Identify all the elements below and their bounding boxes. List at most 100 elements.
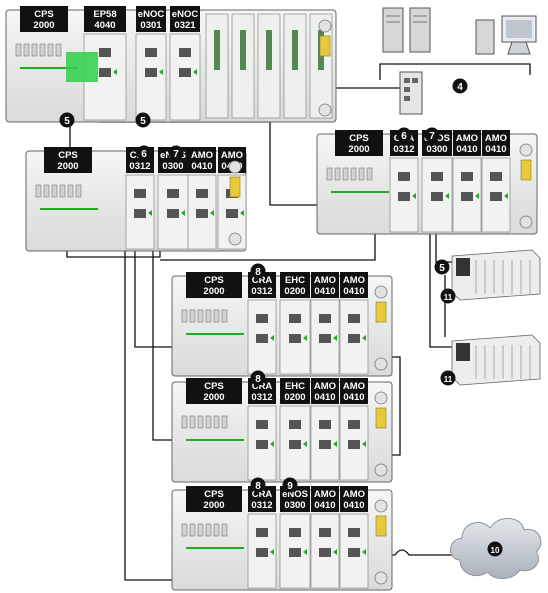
callout-number: 7	[173, 149, 179, 160]
module-label	[340, 272, 368, 298]
module-label	[188, 147, 216, 173]
module-label	[136, 6, 166, 32]
module-label-text: eNOC	[172, 9, 199, 20]
module-label	[84, 6, 126, 32]
module-label-text: eNOS	[282, 489, 308, 500]
callout-10: 10	[487, 541, 503, 557]
module-label-text: CRA	[252, 275, 273, 286]
module-label	[280, 378, 310, 404]
module-label	[340, 378, 368, 404]
module-label-text: 0410	[456, 144, 477, 155]
module-label	[311, 272, 339, 298]
module-label-text: AMO	[314, 381, 336, 392]
module-label-text: 0321	[174, 20, 196, 31]
module-label-text: 2000	[348, 144, 369, 155]
module-label-text: 0200	[284, 286, 305, 297]
module-label-text: AMO	[191, 150, 213, 161]
module-label-text: AMO	[314, 275, 336, 286]
callout-11: 11	[440, 370, 456, 386]
module-label-text: 0200	[284, 392, 305, 403]
module-label-text: 0410	[191, 161, 212, 172]
callout-number: 11	[444, 375, 453, 384]
module-label-text: 0410	[314, 500, 335, 511]
ground-terminal	[375, 301, 387, 323]
module-label	[280, 272, 310, 298]
callout-number: 10	[491, 546, 500, 555]
module-label-text: CRA	[252, 489, 273, 500]
cpu-status-panel	[66, 52, 98, 82]
module-label-text: 0300	[426, 144, 447, 155]
callout-6: 6	[136, 145, 152, 161]
callout-5: 5	[59, 112, 75, 128]
module-label-text: EP58	[93, 9, 116, 20]
module-label-text: eNOC	[138, 9, 165, 20]
pc-tower-icon	[475, 19, 495, 55]
module-label-text: 0410	[314, 392, 335, 403]
module-label-text: AMO	[343, 381, 365, 392]
callout-8: 8	[250, 477, 266, 493]
distributed-io-island	[451, 249, 541, 301]
module-label-text: 0301	[140, 20, 162, 31]
module-label-text: 0410	[343, 286, 364, 297]
module-label-text: AMO	[314, 489, 336, 500]
callout-number: 6	[141, 149, 147, 160]
module-label-text: 4040	[94, 20, 115, 31]
ground-terminal	[319, 35, 331, 57]
callout-number: 8	[255, 374, 261, 385]
callout-4: 4	[452, 78, 468, 94]
module-label-text: 0300	[284, 500, 305, 511]
module-label-text: 2000	[203, 286, 224, 297]
ground-terminal	[229, 176, 241, 198]
network-switch-icon	[399, 71, 423, 115]
module-label-text: AMO	[343, 275, 365, 286]
callout-number: 8	[255, 481, 261, 492]
module-label-text: EHC	[285, 275, 305, 286]
callout-number: 11	[444, 293, 453, 302]
module-label-text: CPS	[204, 275, 224, 286]
callout-11: 11	[440, 288, 456, 304]
module-label-text: AMO	[485, 133, 507, 144]
callout-number: 4	[457, 82, 463, 93]
module-label-text: 0312	[251, 286, 272, 297]
module-label	[44, 147, 92, 173]
module-label-text: CRA	[252, 381, 273, 392]
module-label-text: 0410	[314, 286, 335, 297]
callout-7: 7	[424, 127, 440, 143]
module-label-text: 0312	[129, 161, 150, 172]
module-label-text: 0312	[251, 392, 272, 403]
ground-terminal	[375, 515, 387, 537]
callout-number: 5	[64, 116, 70, 127]
module-label-text: AMO	[343, 489, 365, 500]
callout-8: 8	[250, 370, 266, 386]
server-icon	[382, 7, 404, 53]
module-label-text: 0410	[485, 144, 506, 155]
module-label-text: 0312	[393, 144, 414, 155]
module-label-text: CPS	[204, 489, 224, 500]
cable-switch-to-stations	[379, 63, 531, 80]
module-label	[186, 486, 242, 512]
cable-rack-e-to-cloud	[298, 549, 455, 556]
module-label	[170, 6, 200, 32]
module-label	[335, 130, 383, 156]
module-label-text: 0312	[251, 500, 272, 511]
callout-number: 9	[287, 481, 293, 492]
module-label-text: 2000	[203, 392, 224, 403]
module-label-text: CPS	[58, 150, 78, 161]
control-room	[382, 7, 537, 115]
callout-7: 7	[168, 145, 184, 161]
server-icon	[409, 7, 431, 53]
module-label-text: CPS	[349, 133, 369, 144]
module-label-text: AMO	[456, 133, 478, 144]
module-label-text: 2000	[57, 161, 78, 172]
module-label-text: 0300	[162, 161, 183, 172]
module-label-text: AMO	[221, 150, 243, 161]
module-label-text: 2000	[203, 500, 224, 511]
callout-number: 5	[439, 263, 445, 274]
ground-terminal	[375, 407, 387, 429]
